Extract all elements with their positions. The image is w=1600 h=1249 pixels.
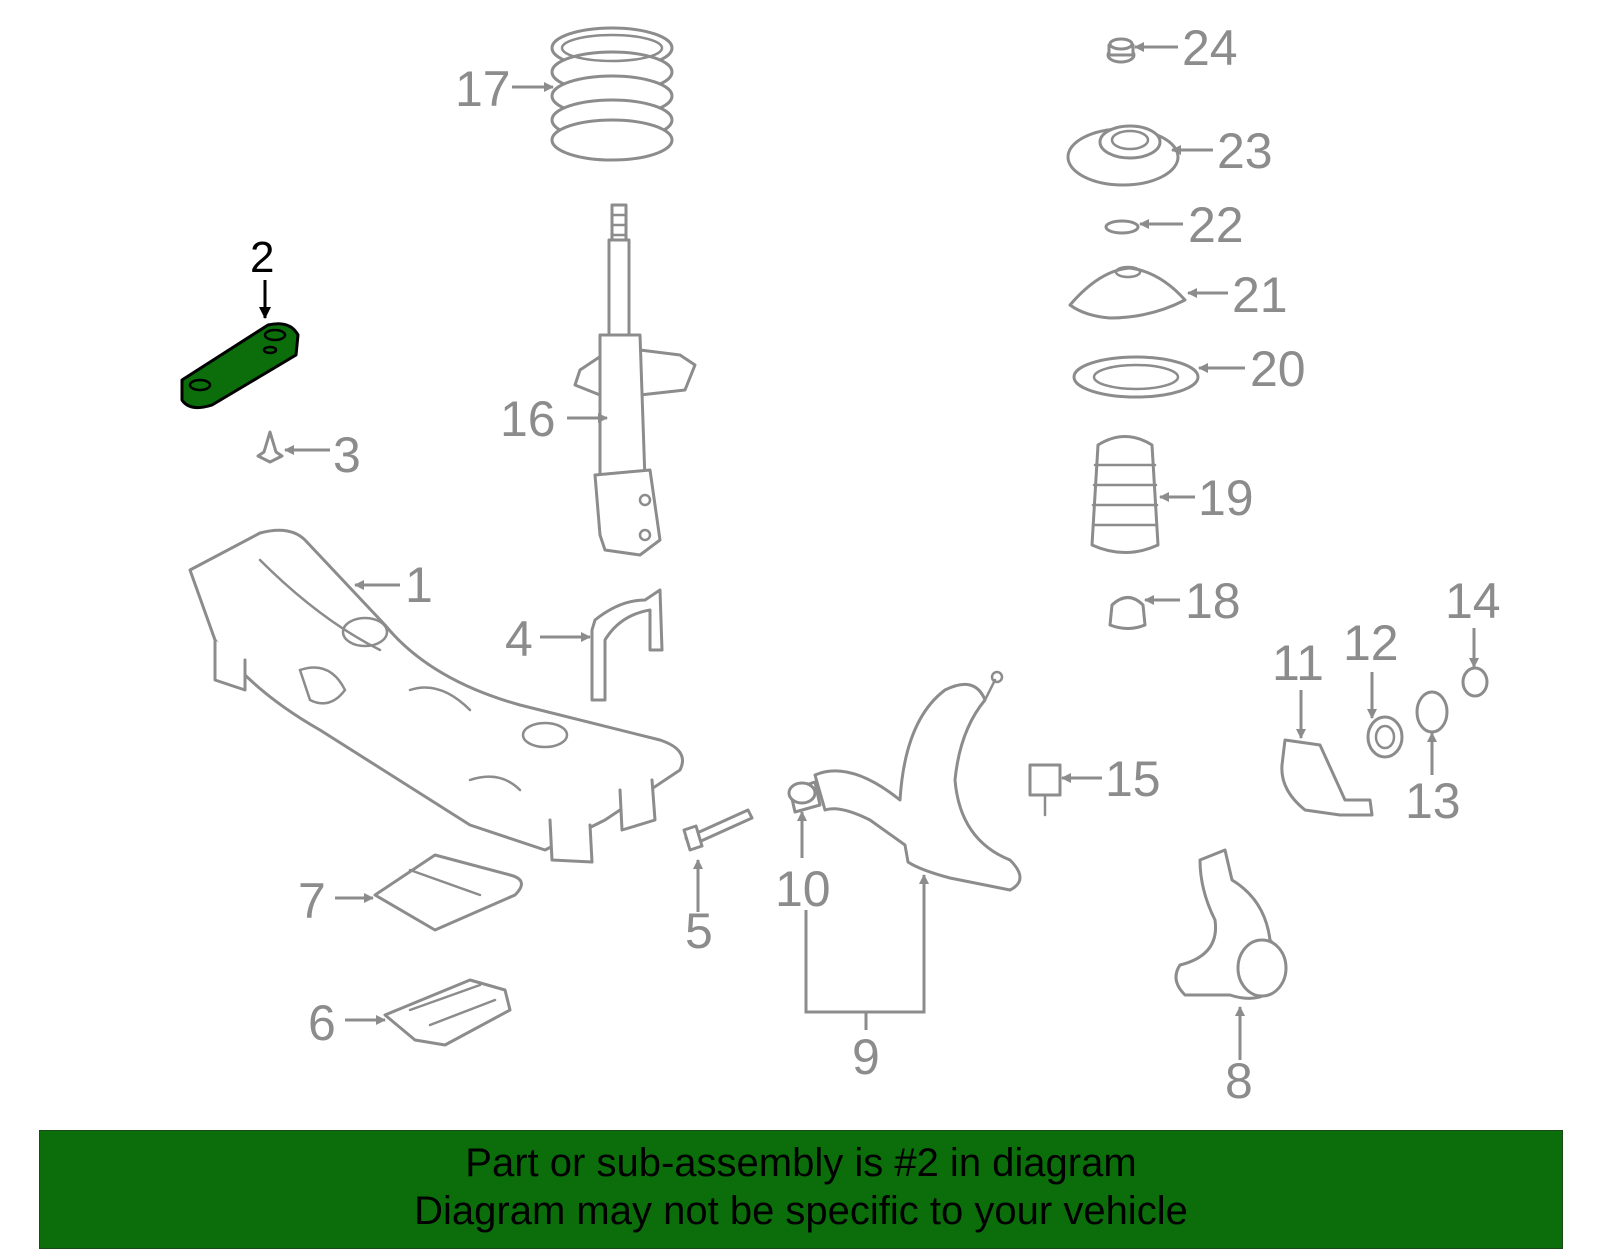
callout-21: 21 [1232, 267, 1288, 323]
callout-4: 4 [505, 611, 533, 667]
callout-18: 18 [1185, 573, 1241, 629]
part-11-bracket[interactable] [1280, 738, 1374, 817]
part-14-cap[interactable] [1461, 666, 1489, 698]
banner-line-1: Part or sub-assembly is #2 in diagram [465, 1141, 1137, 1185]
part-22-ring[interactable] [1104, 219, 1140, 235]
callout-3: 3 [333, 427, 361, 483]
part-3-clip[interactable] [256, 430, 284, 464]
callout-20: 20 [1250, 341, 1306, 397]
part-13-washer[interactable] [1415, 690, 1449, 734]
callout-17: 17 [455, 61, 511, 117]
callout-24: 24 [1182, 20, 1238, 76]
part-18-bump-stop[interactable] [1108, 596, 1147, 630]
callout-14: 14 [1445, 573, 1501, 629]
callout-2: 2 [250, 233, 274, 282]
callout-13: 13 [1405, 773, 1461, 829]
part-6-plate[interactable] [383, 978, 512, 1047]
info-banner: Part or sub-assembly is #2 in diagram Di… [39, 1130, 1563, 1249]
callout-10: 10 [775, 861, 831, 917]
part-19-boot[interactable] [1090, 435, 1160, 554]
callout-9: 9 [852, 1029, 880, 1085]
part-7-plate[interactable] [373, 853, 523, 932]
part-17-coil-spring[interactable] [550, 26, 674, 162]
callout-6: 6 [308, 995, 336, 1051]
part-2-highlighted-bracket[interactable] [180, 322, 300, 410]
part-10-bushing[interactable] [787, 780, 822, 814]
part-4-bracket[interactable] [590, 588, 664, 702]
part-9-control-arm[interactable] [813, 670, 1022, 892]
banner-line-2: Diagram may not be specific to your vehi… [414, 1189, 1188, 1233]
callout-labels: 1 2 3 4 5 6 7 8 9 10 11 12 13 14 15 16 1… [250, 20, 1501, 1109]
callout-1: 1 [405, 557, 433, 613]
part-8-knuckle[interactable] [1174, 848, 1288, 1000]
part-12-bushing[interactable] [1366, 715, 1404, 759]
part-21-seat[interactable] [1068, 265, 1187, 320]
part-24-cap[interactable] [1106, 37, 1136, 64]
callout-16: 16 [500, 391, 556, 447]
leader-lines [259, 42, 1479, 1060]
part-1-crossmember[interactable] [188, 528, 684, 864]
callout-19: 19 [1198, 470, 1254, 526]
callout-12: 12 [1343, 615, 1399, 671]
callout-15: 15 [1105, 751, 1161, 807]
callout-7: 7 [298, 873, 326, 929]
part-5-bolt[interactable] [682, 808, 754, 852]
part-20-insulator[interactable] [1072, 355, 1200, 399]
part-15-ball-joint[interactable] [1028, 763, 1062, 817]
callout-8: 8 [1225, 1053, 1253, 1109]
callout-23: 23 [1217, 123, 1273, 179]
part-23-mount[interactable] [1066, 124, 1180, 187]
part-16-strut[interactable] [573, 203, 697, 557]
callout-22: 22 [1188, 197, 1244, 253]
callout-11: 11 [1272, 635, 1324, 691]
callout-5: 5 [685, 903, 713, 959]
